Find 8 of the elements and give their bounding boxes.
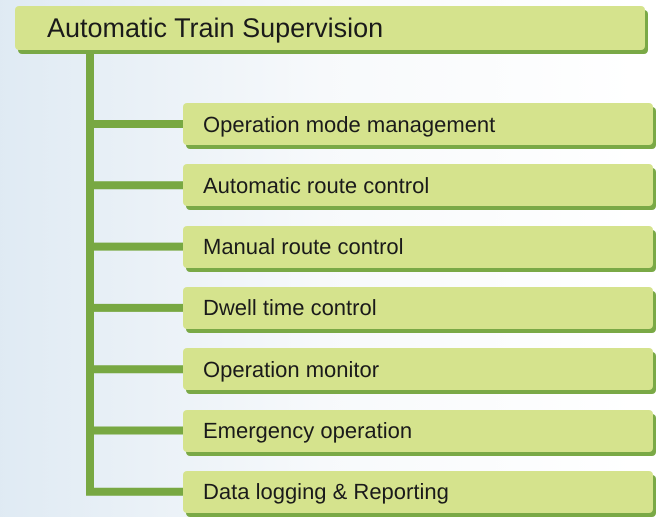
function-box: Data logging & Reporting [183,470,653,513]
header-box: Automatic Train Supervision [15,6,645,50]
function-box: Operation mode management [183,103,653,145]
function-box: Manual route control [183,226,653,268]
function-box: Automatic route control [183,164,653,206]
function-box: Emergency operation [183,410,653,452]
function-box: Operation monitor [183,348,653,390]
function-box: Dwell time control [183,286,653,329]
